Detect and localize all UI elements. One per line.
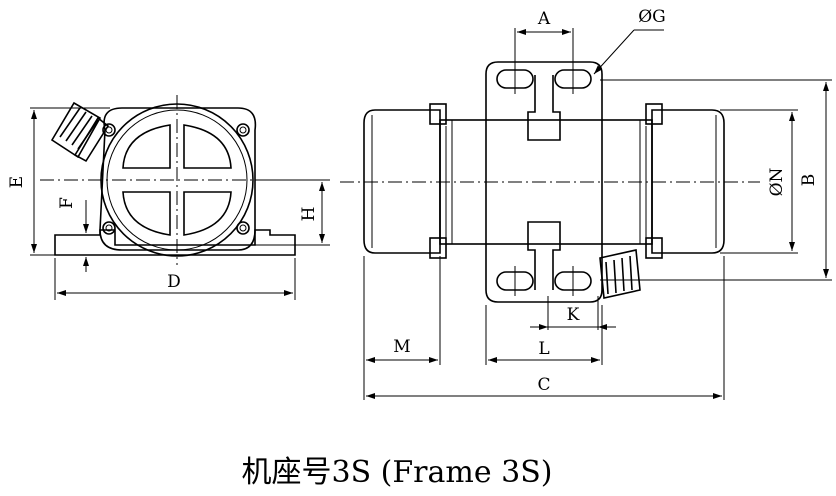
label-K: K	[567, 305, 580, 325]
label-M: M	[393, 337, 410, 357]
label-L: L	[538, 339, 549, 359]
label-N: ØN	[767, 167, 787, 196]
drawing-caption: 机座号3S (Frame 3S)	[241, 455, 552, 490]
label-E: E	[7, 176, 27, 188]
label-D: D	[167, 272, 181, 292]
label-B: B	[799, 174, 819, 187]
label-A: A	[537, 9, 551, 29]
side-view	[340, 61, 760, 303]
label-C: C	[537, 375, 550, 395]
label-G: ØG	[638, 7, 666, 27]
cable-gland	[50, 101, 110, 163]
label-F: F	[57, 197, 77, 209]
end-view	[30, 95, 330, 300]
side-cable-gland	[599, 249, 641, 299]
label-H: H	[299, 207, 319, 222]
